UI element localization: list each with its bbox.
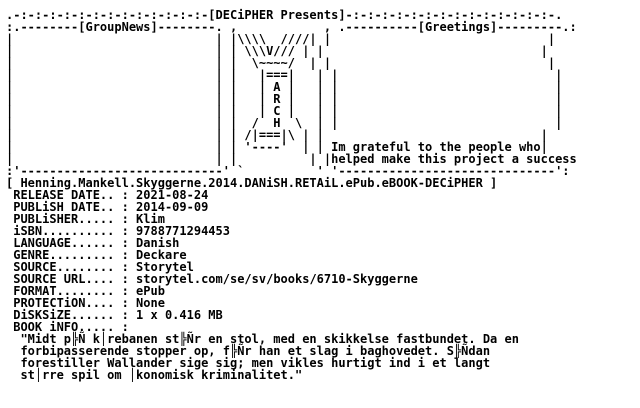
info-row-source-url: SOURCE URL.... : storytel.com/se/sv/book… [6, 273, 636, 285]
info-label: RELEASE DATE.. : [6, 188, 137, 202]
info-label: PUBLiSHER..... : [6, 212, 137, 226]
info-label: BOOK iNFO..... : [6, 320, 137, 334]
info-row-language: LANGUAGE...... : Danish [6, 237, 636, 249]
book-info-line: "Midt p╠Ñ k│rebanen st╠Ñr en stol, med e… [6, 332, 519, 346]
info-value: Klim [136, 212, 165, 226]
art-line: | | | /|===|\ | | | [6, 128, 548, 142]
book-info-line: forbipasserende stopper op, f╠Ñr han et … [6, 344, 491, 358]
info-value: None [136, 296, 165, 310]
info-label: LANGUAGE...... : [6, 236, 137, 250]
info-row-format: FORMAT........ : ePub [6, 285, 636, 297]
info-row-disksize: DiSKSiZE...... : 1 x 0.416 MB [6, 309, 636, 321]
info-label: GENRE......... : [6, 248, 137, 262]
nfo-viewer: .-:-:-:-:-:-:-:-:-:-:-:-:-:-[DECiPHER Pr… [6, 9, 636, 381]
info-label: FORMAT........ : [6, 284, 137, 298]
info-value: ePub [136, 284, 165, 298]
title-banner: .-:-:-:-:-:-:-:-:-:-:-:-:-:-[DECiPHER Pr… [6, 8, 563, 22]
info-row-publisher: PUBLiSHER..... : Klim [6, 213, 636, 225]
info-label: PROTECTiON.... : [6, 296, 137, 310]
info-row-source: SOURCE........ : Storytel [6, 261, 636, 273]
art-line: :'----------------------------' ` ' '---… [6, 164, 570, 178]
art-line: | | | / H \ | | | [6, 116, 563, 130]
book-info-line: st│rre spil om │konomisk kriminalitet." [6, 368, 303, 382]
info-label: DiSKSiZE...... : [6, 308, 137, 322]
info-value: Storytel [136, 260, 194, 274]
book-info-line: forestiller Wallander sige sig; men vikl… [6, 356, 491, 370]
info-row-isbn: iSBN.......... : 9788771294453 [6, 225, 636, 237]
art-block: :.--------[GroupNews]--------. , , .----… [6, 21, 636, 177]
art-line: | | | \\\V/// | | | [6, 44, 548, 58]
info-value: 9788771294453 [136, 224, 230, 238]
art-line: :.--------[GroupNews]--------. , , .----… [6, 20, 577, 34]
art-line: | | | | |helped make this project a succ… [6, 152, 577, 166]
art-line: | | | | C | | | | [6, 104, 563, 118]
info-value: Deckare [136, 248, 187, 262]
art-line: | | |\\\\ ////| | | [6, 32, 556, 46]
info-value: 1 x 0.416 MB [136, 308, 223, 322]
info-label: SOURCE URL.... : [6, 272, 137, 286]
info-value: storytel.com/se/sv/books/6710-Skyggerne [136, 272, 418, 286]
info-row-protection: PROTECTiON.... : None [6, 297, 636, 309]
art-line: | | | |===| | | | [6, 68, 563, 82]
info-row-release-date: RELEASE DATE.. : 2021-08-24 [6, 189, 636, 201]
art-line: | | | '----' | | Im grateful to the peop… [6, 140, 548, 154]
info-value: Danish [136, 236, 180, 250]
release-info-list: RELEASE DATE.. : 2021-08-24 PUBLiSH DATE… [6, 189, 636, 333]
info-label: iSBN.......... : [6, 224, 137, 238]
art-line: | | | \~~~~/ | | | [6, 56, 556, 70]
info-row-book-info: BOOK iNFO..... : [6, 321, 636, 333]
info-label: SOURCE........ : [6, 260, 137, 274]
info-label: PUBLiSH DATE.. : [6, 200, 137, 214]
art-line: | | | | R | | | | [6, 92, 563, 106]
book-info-text: "Midt p╠Ñ k│rebanen st╠Ñr en stol, med e… [6, 333, 636, 381]
info-row-publish-date: PUBLiSH DATE.. : 2014-09-09 [6, 201, 636, 213]
info-row-genre: GENRE......... : Deckare [6, 249, 636, 261]
info-value: 2014-09-09 [136, 200, 209, 214]
release-name: [ Henning.Mankell.Skyggerne.2014.DANiSH.… [6, 176, 498, 190]
art-line: | | | | A | | | | [6, 80, 563, 94]
info-value: 2021-08-24 [136, 188, 209, 202]
